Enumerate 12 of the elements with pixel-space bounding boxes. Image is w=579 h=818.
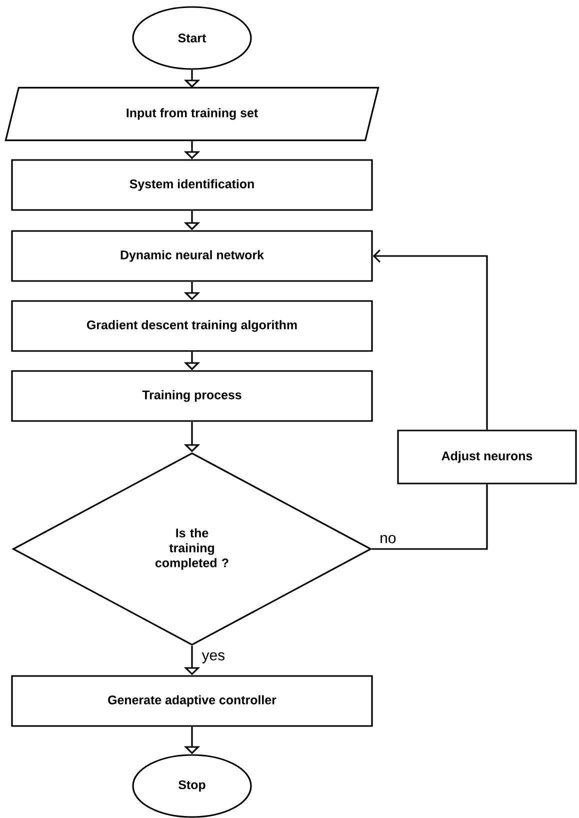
process-box: Gradient descent training algorithm: [11, 300, 373, 352]
process-box: System identification: [11, 159, 373, 211]
stop-oval: Stop: [132, 754, 252, 818]
process-box: Dynamic neural network: [11, 230, 373, 282]
arrow: [372, 249, 488, 430]
process-box: Generate adaptive controller: [11, 675, 373, 727]
start-oval: Start: [132, 6, 252, 70]
edge-label: no: [380, 535, 396, 544]
edge-label: yes: [202, 652, 224, 664]
input-parallelogram: Input from training set: [4, 86, 380, 142]
process-box: Adjust neurons: [397, 430, 577, 484]
process-box: Training process: [11, 370, 373, 422]
